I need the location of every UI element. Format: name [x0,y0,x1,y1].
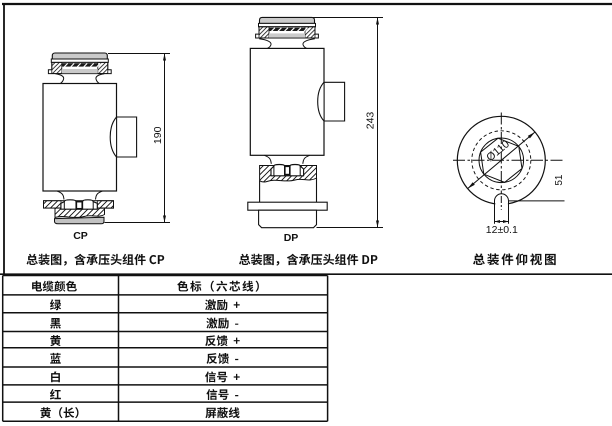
svg-text:12±0.1: 12±0.1 [486,224,518,236]
svg-text:190: 190 [152,126,164,144]
svg-text:DP: DP [284,232,299,244]
svg-text:CP: CP [73,230,88,242]
svg-text:243: 243 [365,112,377,130]
svg-text:51: 51 [554,174,565,186]
